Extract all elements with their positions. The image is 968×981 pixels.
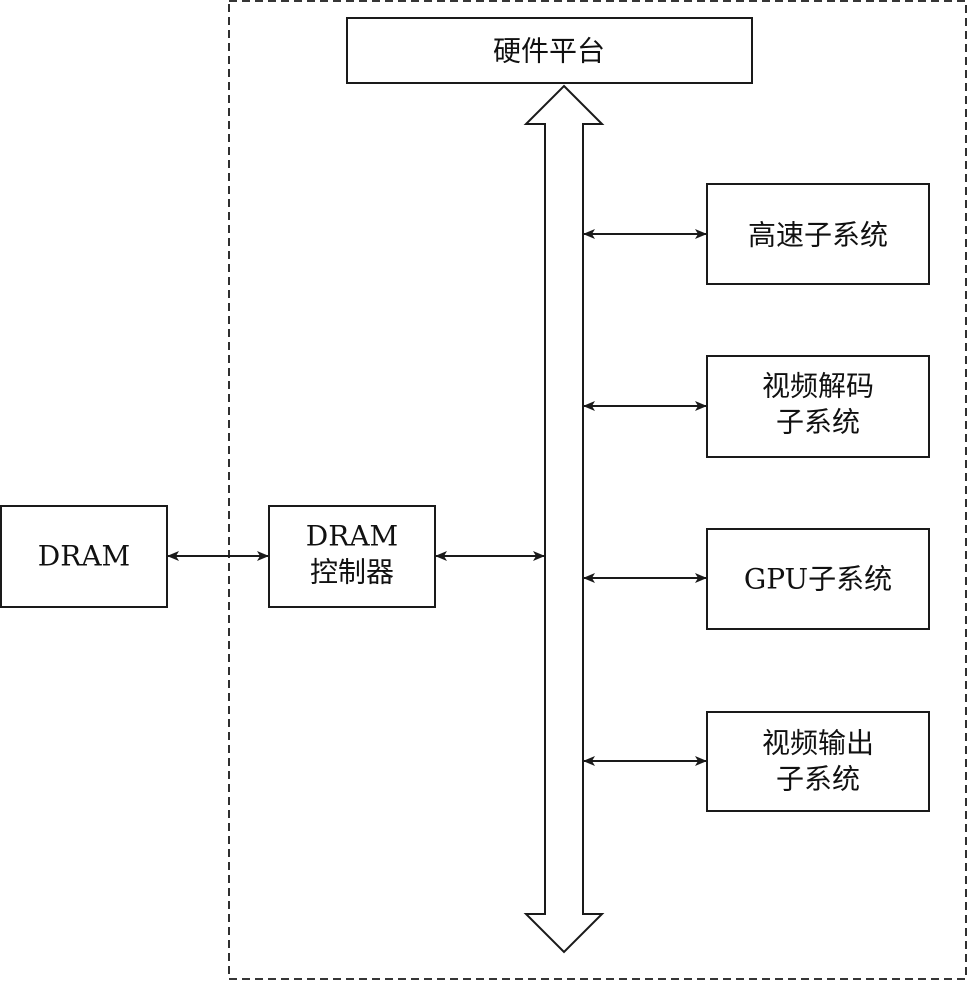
dram-block: DRAM xyxy=(0,505,168,608)
video-decode-label-line2: 子系统 xyxy=(776,406,860,439)
gpu-subsystem-label: GPU子系统 xyxy=(744,563,892,596)
soc-boundary xyxy=(228,0,967,980)
system-bus-arrow xyxy=(523,84,605,954)
hardware-platform-block: 硬件平台 xyxy=(346,17,753,84)
dram-controller-label-line2: 控制器 xyxy=(310,556,394,589)
video-decode-label-line1: 视频解码 xyxy=(762,370,874,403)
gpu-subsystem-block: GPU子系统 xyxy=(706,528,930,630)
video-output-subsystem-block: 视频输出 子系统 xyxy=(706,711,930,812)
video-output-label-line2: 子系统 xyxy=(776,763,860,796)
dram-controller-block: DRAM 控制器 xyxy=(268,505,436,608)
high-speed-subsystem-label: 高速子系统 xyxy=(748,219,888,252)
dram-label: DRAM xyxy=(38,540,130,573)
dram-controller-label-line1: DRAM xyxy=(306,520,398,553)
video-output-label-line1: 视频输出 xyxy=(762,727,874,760)
high-speed-subsystem-block: 高速子系统 xyxy=(706,183,930,285)
video-decode-subsystem-block: 视频解码 子系统 xyxy=(706,355,930,458)
hardware-platform-label: 硬件平台 xyxy=(493,35,605,68)
